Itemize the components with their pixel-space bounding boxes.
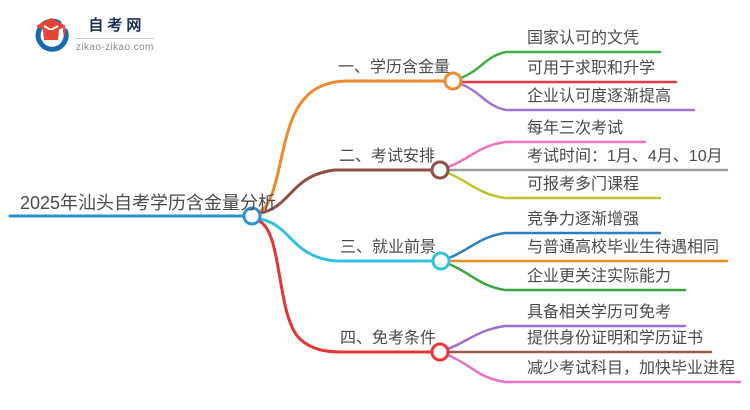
branch-line-3 (258, 217, 435, 263)
graduation-cap-icon (35, 18, 69, 52)
child-node: 减少考试科目，加快毕业进程 (527, 360, 736, 377)
child-line (459, 82, 696, 112)
branch-node-4: 四、免考条件 (340, 330, 437, 347)
child-line (446, 171, 662, 200)
child-line (459, 50, 662, 80)
child-node: 竞争力逐渐增强 (527, 211, 640, 228)
logo-title: 自考网 (88, 16, 146, 34)
branch-junction-2 (430, 160, 450, 180)
logo-domain: zikao-zikao.com (76, 37, 154, 53)
site-logo: 自考网 zikao-zikao.com (32, 12, 154, 54)
branch-junction-3 (431, 251, 451, 271)
child-node: 每年三次考试 (527, 120, 624, 137)
child-node: 企业认可度逐渐提高 (527, 88, 672, 105)
child-node: 可用于求职和升学 (527, 60, 656, 77)
branch-junction-1 (443, 71, 463, 91)
logo-text: 自考网 zikao-zikao.com (76, 14, 154, 53)
branch-node-3: 三、就业前景 (340, 239, 437, 256)
child-line (446, 353, 742, 384)
child-node: 考试时间：1月、4月、10月 (527, 148, 723, 165)
child-node: 具备相关学历可免考 (527, 304, 672, 321)
branch-line-2 (258, 168, 434, 215)
child-line (446, 324, 687, 351)
root-node: 2025年汕头自考学历含金量分析 (20, 193, 277, 213)
child-node: 与普通高校毕业生待遇相同 (527, 239, 720, 256)
child-node: 可报考多门课程 (527, 176, 640, 193)
child-node: 提供身份证明和学历证书 (527, 330, 704, 347)
child-line (446, 140, 647, 169)
branch-line-1 (257, 79, 447, 214)
branch-line-4 (257, 219, 432, 354)
child-node: 国家认可的文凭 (527, 30, 640, 47)
branch-junction-4 (430, 342, 450, 362)
child-line (447, 262, 687, 292)
root-junction (242, 206, 262, 226)
branch-node-2: 二、考试安排 (339, 148, 436, 165)
child-node: 企业更关注实际能力 (527, 268, 672, 285)
branch-node-1: 一、学历含金量 (338, 59, 451, 76)
child-line (447, 231, 662, 260)
